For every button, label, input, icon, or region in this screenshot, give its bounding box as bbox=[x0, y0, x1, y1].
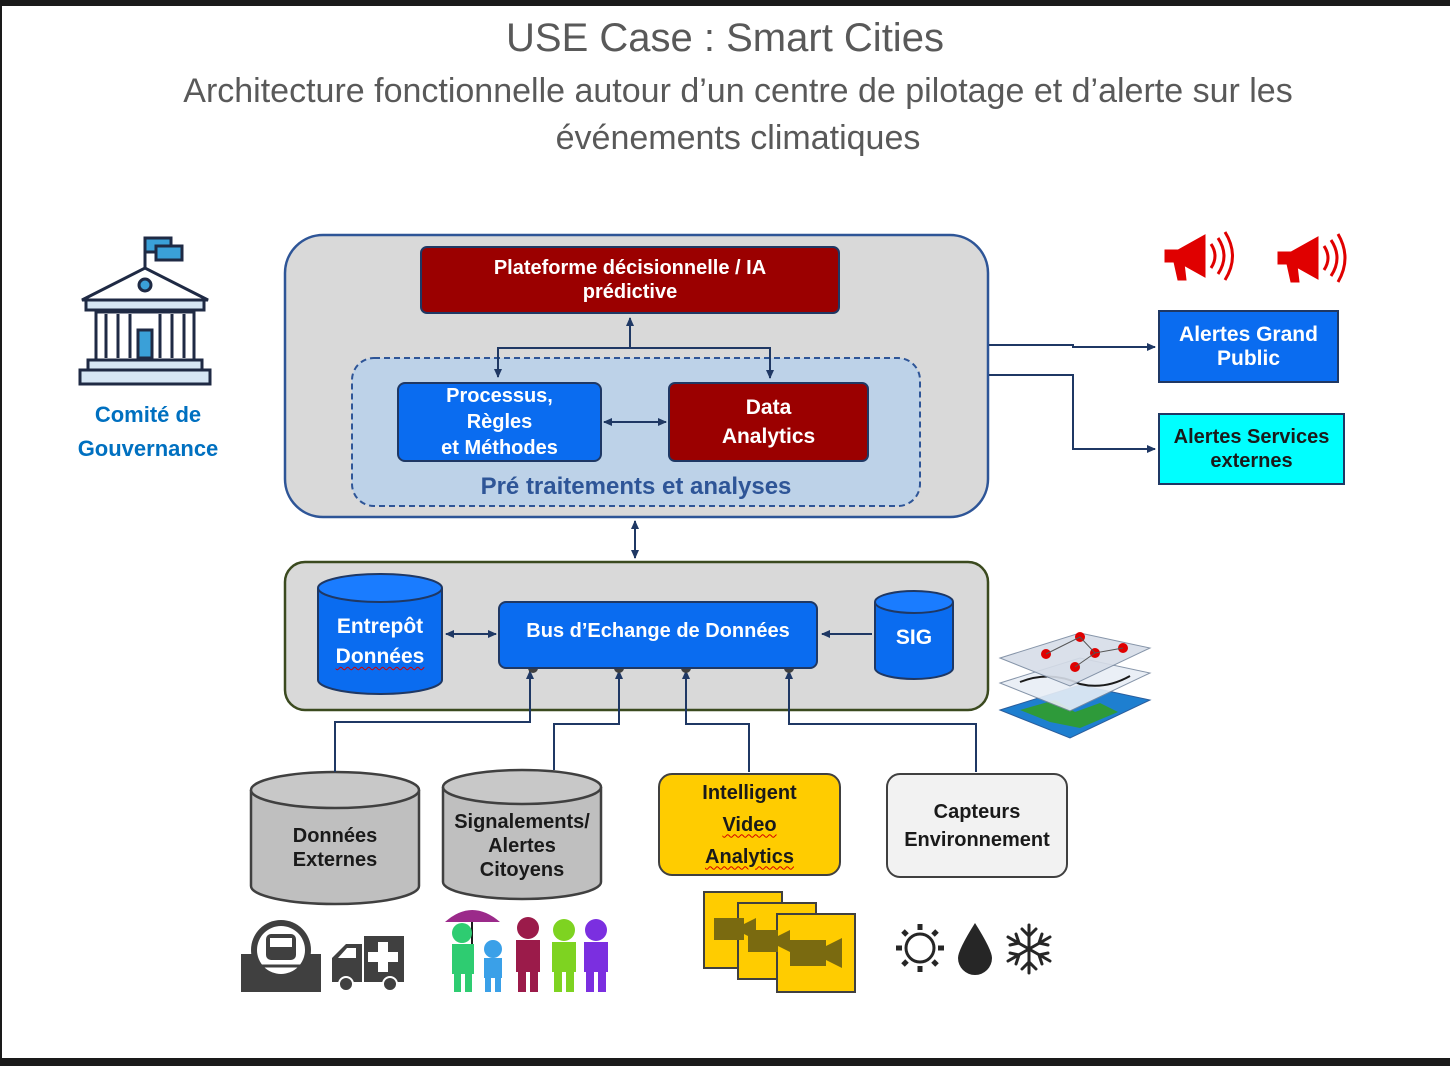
signalements-line3: Citoyens bbox=[479, 859, 565, 881]
alertes-public-line1: Alertes Grand bbox=[1179, 322, 1318, 346]
drop-icon bbox=[958, 923, 992, 975]
snowflake-icon bbox=[1006, 923, 1052, 975]
signalements-line1: Signalements/ bbox=[454, 811, 590, 833]
connector-signalements bbox=[553, 670, 623, 770]
entrepot-line2: Données bbox=[335, 645, 425, 668]
video-line2: Video bbox=[722, 813, 777, 836]
signalements-line2: Alertes bbox=[488, 835, 556, 857]
alertes-services-box: Alertes Services externes bbox=[1158, 413, 1345, 485]
frame-top bbox=[0, 0, 1450, 6]
pretraitement-label: Pré traitements et analyses bbox=[480, 473, 792, 500]
connector-capteurs bbox=[785, 670, 977, 772]
alertes-public-line2: Public bbox=[1216, 346, 1280, 370]
platform-box: Plateforme décisionnelle / IA prédictive bbox=[420, 246, 840, 314]
citizens-icon bbox=[445, 910, 608, 992]
entrepot-label: Entrepôt Données bbox=[318, 612, 442, 672]
alertes-services-line2: externes bbox=[1210, 450, 1293, 472]
entrepot-cylinder bbox=[317, 573, 443, 695]
processus-line2: Règles bbox=[466, 411, 533, 433]
connector-video bbox=[682, 670, 750, 772]
video-line1: Intelligent bbox=[702, 781, 797, 804]
externes-line1: Données bbox=[292, 825, 378, 847]
frame-left bbox=[0, 0, 2, 1066]
page-subtitle: Architecture fonctionnelle autour d’un c… bbox=[183, 72, 1293, 157]
video-analytics-box: Intelligent Video Analytics bbox=[658, 773, 841, 876]
entrepot-line1: Entrepôt bbox=[336, 615, 424, 638]
governance-label: Comité de Gouvernance bbox=[48, 398, 248, 466]
signalements-cylinder bbox=[441, 768, 603, 901]
processus-line3: et Méthodes bbox=[441, 437, 558, 459]
governance-line1: Comité de bbox=[94, 402, 202, 427]
connector-externes bbox=[334, 670, 534, 772]
governance-line2: Gouvernance bbox=[77, 436, 219, 461]
capteurs-line1: Capteurs bbox=[933, 800, 1021, 823]
capteurs-box: Capteurs Environnement bbox=[886, 773, 1068, 878]
ambulance-icon bbox=[332, 936, 404, 992]
processus-box: Processus, Règles et Méthodes bbox=[397, 382, 602, 462]
sig-label: SIG bbox=[895, 626, 933, 649]
processus-line1: Processus, bbox=[446, 385, 553, 407]
platform-line1: Plateforme décisionnelle / IA bbox=[493, 257, 767, 279]
signalements-label: Signalements/ Alertes Citoyens bbox=[443, 810, 601, 882]
sig-cylinder bbox=[874, 590, 954, 680]
alertes-services-line1: Alertes Services bbox=[1173, 426, 1330, 448]
capteurs-line2: Environnement bbox=[904, 828, 1050, 851]
page-title: USE Case : Smart Cities bbox=[506, 16, 944, 60]
donnees-externes-cylinder bbox=[249, 770, 421, 906]
analytics-line1: Data bbox=[745, 396, 792, 419]
video-line3: Analytics bbox=[705, 845, 794, 868]
alertes-public-box: Alertes Grand Public bbox=[1158, 310, 1339, 383]
connector-alertes-public bbox=[989, 343, 1156, 351]
video-camera-icon bbox=[703, 891, 856, 993]
data-analytics-box: Data Analytics bbox=[668, 382, 869, 462]
donnees-externes-label: Données Externes bbox=[251, 824, 419, 872]
tunnel-icon bbox=[241, 920, 321, 992]
bus-box: Bus d’Echange de Données bbox=[498, 601, 818, 669]
platform-line2: prédictive bbox=[582, 281, 678, 303]
analytics-line2: Analytics bbox=[721, 425, 816, 448]
connector-alertes-services bbox=[989, 374, 1156, 453]
frame-bottom bbox=[0, 1058, 1450, 1066]
externes-line2: Externes bbox=[292, 849, 378, 871]
sun-icon bbox=[896, 924, 944, 972]
connector-branch bbox=[494, 347, 774, 379]
